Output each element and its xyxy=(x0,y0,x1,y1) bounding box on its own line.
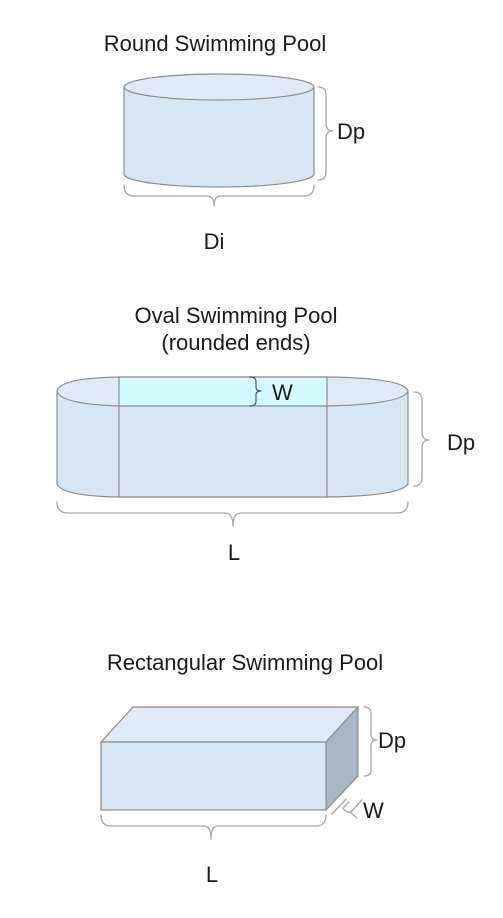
round-pool-depth-brace xyxy=(317,86,334,181)
rect-pool-width-brace xyxy=(331,798,363,819)
round-pool-depth-label: Dp xyxy=(337,119,365,144)
round-pool-title: Round Swimming Pool xyxy=(104,31,327,56)
rect-pool-front-face xyxy=(100,741,327,811)
rect-pool-group: Rectangular Swimming Pool Dp W L xyxy=(99,650,406,887)
round-pool-diameter-label: Di xyxy=(204,229,225,254)
oval-pool-width-brace xyxy=(249,376,262,407)
rect-pool-width-label: W xyxy=(363,798,384,823)
rect-pool-length-brace xyxy=(100,814,327,840)
oval-pool-width-label: W xyxy=(272,380,293,405)
oval-pool-center-front xyxy=(118,405,328,498)
oval-pool-title-line2: (rounded ends) xyxy=(161,330,310,355)
round-pool-top xyxy=(123,73,315,101)
oval-pool-depth-brace xyxy=(413,391,430,487)
rect-pool-top-face xyxy=(99,706,360,743)
round-pool-group: Round Swimming Pool Dp Di xyxy=(104,31,365,254)
rect-pool-depth-label: Dp xyxy=(378,728,406,753)
rect-pool-title: Rectangular Swimming Pool xyxy=(107,650,383,675)
round-pool-body xyxy=(123,86,315,188)
oval-pool-title-line1: Oval Swimming Pool xyxy=(135,303,338,328)
rect-pool-depth-brace xyxy=(363,706,378,777)
oval-pool-group: Oval Swimming Pool (rounded ends) W Dp L xyxy=(56,303,475,565)
rect-pool-length-label: L xyxy=(206,862,218,887)
oval-pool-length-label: L xyxy=(228,540,240,565)
oval-pool-depth-label: Dp xyxy=(447,430,475,455)
oval-pool-center-top xyxy=(118,376,328,407)
round-pool-diameter-brace xyxy=(123,184,315,207)
oval-pool-length-brace xyxy=(56,501,409,527)
